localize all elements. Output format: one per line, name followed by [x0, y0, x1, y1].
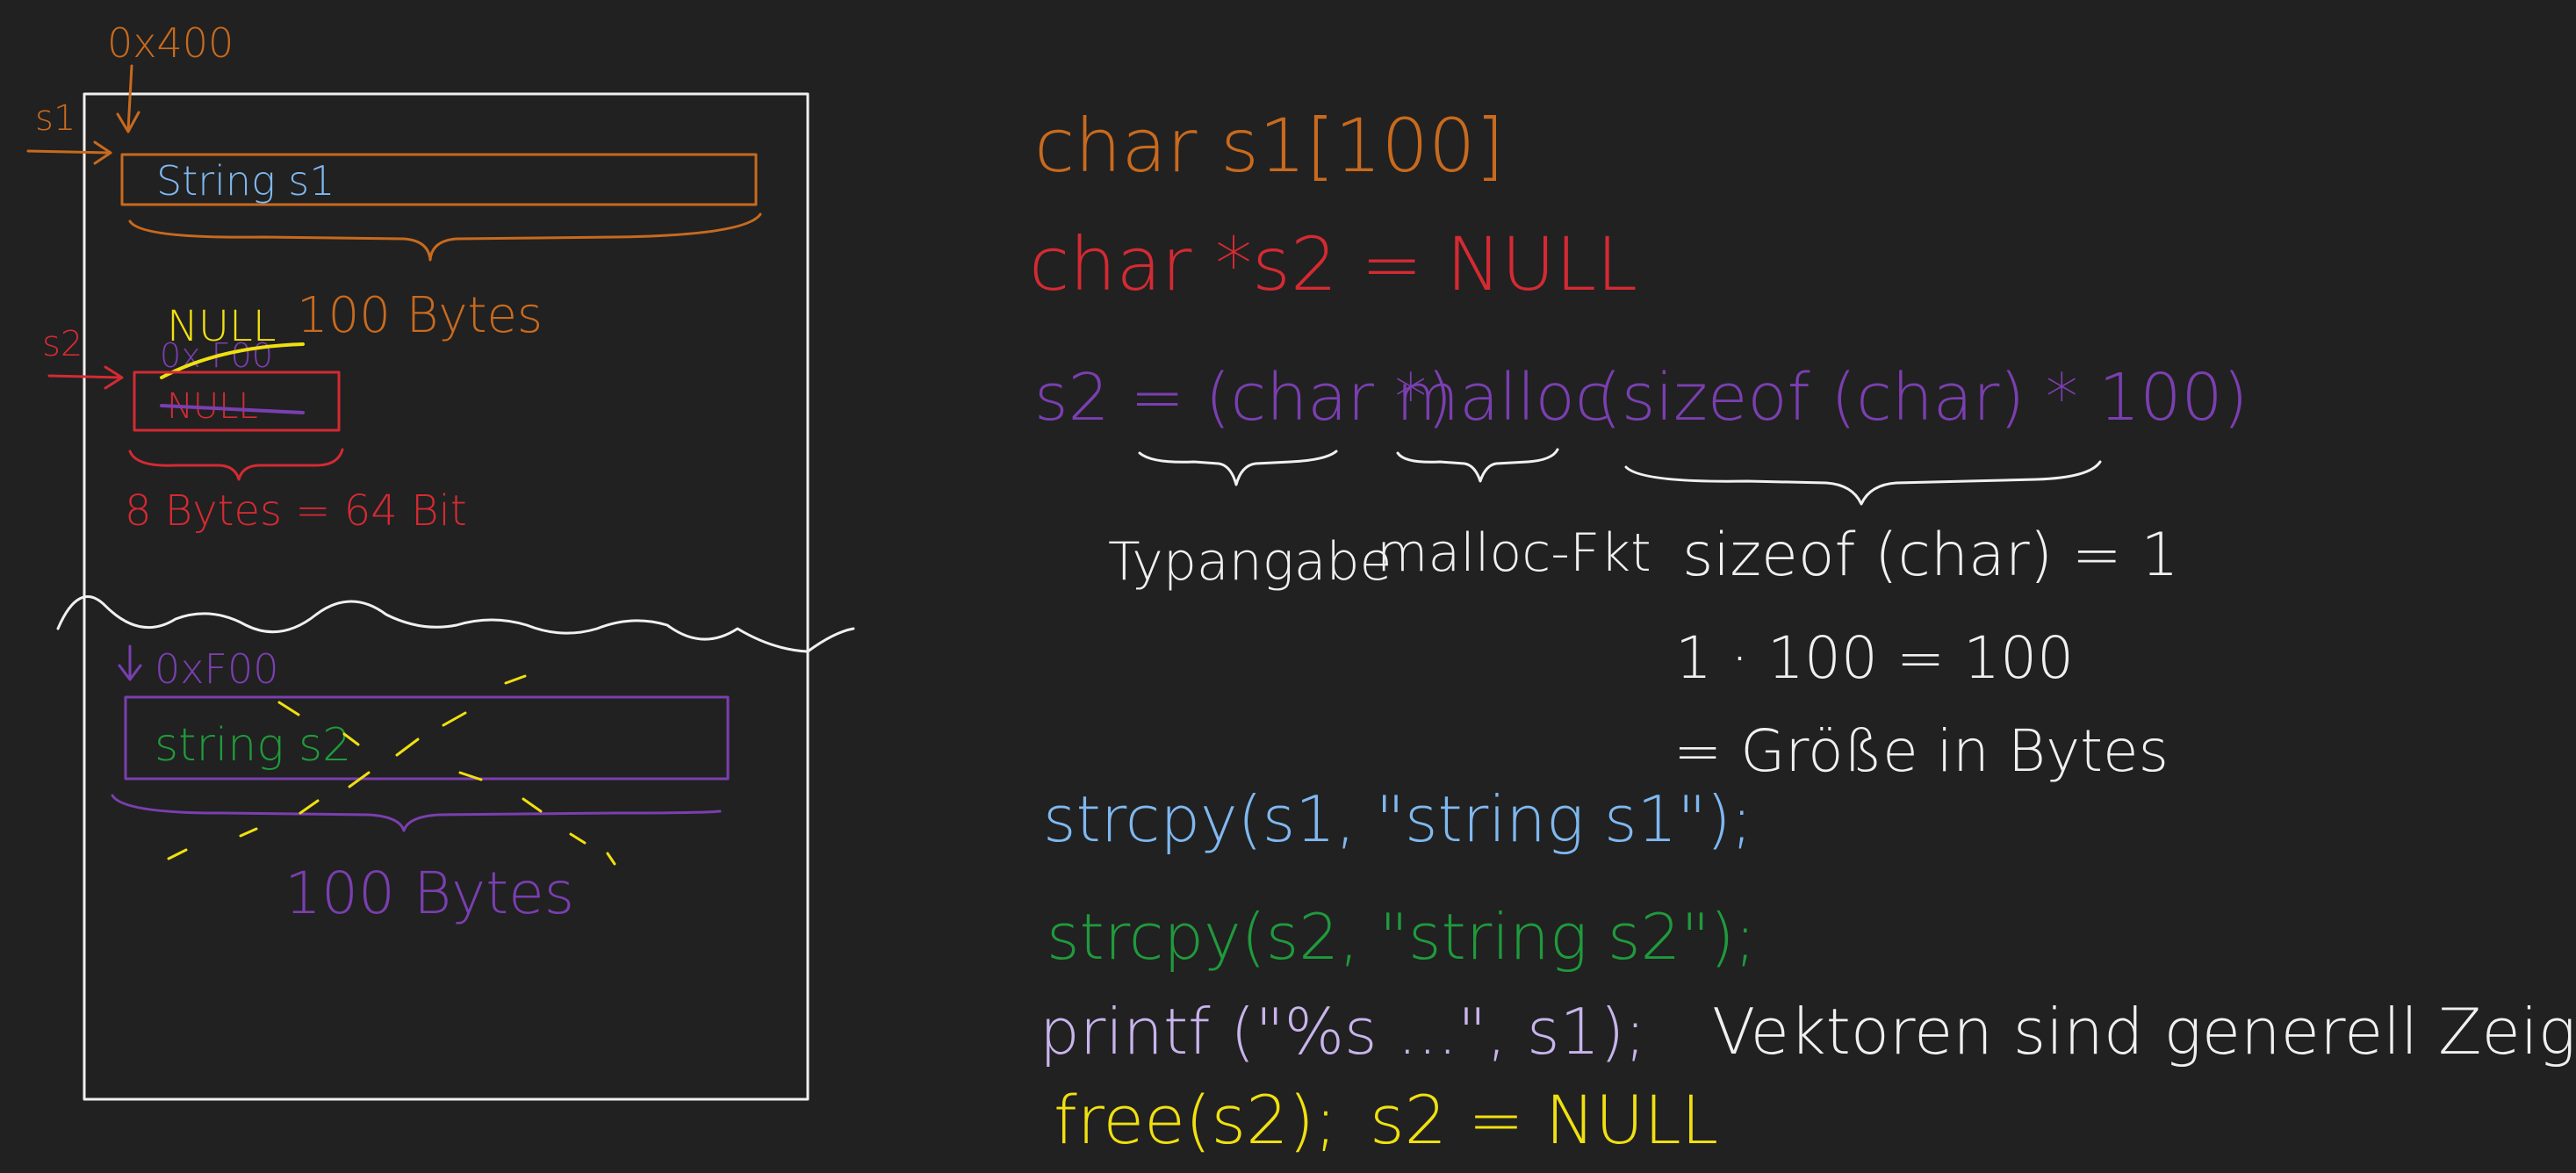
s2-pointer-arrow — [47, 365, 124, 390]
s2-size-label: 8 Bytes = 64 Bit — [125, 486, 467, 536]
s1-memory-box — [120, 153, 758, 206]
s2-heap-size-label: 100 Bytes — [284, 860, 574, 927]
code-line-printf: printf ("%s ...", s1); — [1040, 995, 1646, 1069]
code-notes: char s1[100] char *s2 = NULL s2 = (char … — [1029, 103, 2576, 1159]
code-line-strcpy-s2: strcpy(s2, "string s2"); — [1047, 900, 1756, 974]
s1-size-brace — [128, 212, 762, 262]
brace-malloc — [1396, 448, 1559, 483]
s2-pointer-label: s2 — [42, 324, 83, 364]
s2-heap-size-brace — [111, 794, 722, 832]
brace-sizeof — [1624, 460, 2102, 506]
memory-frame — [83, 92, 809, 1101]
s1-box-label: String s1 — [156, 157, 335, 205]
label-multiply: 1 · 100 = 100 — [1675, 624, 2074, 692]
code-line-sizeof: (sizeof (char) * 100) — [1596, 360, 2248, 435]
code-line-char-s1: char s1[100] — [1034, 103, 1504, 189]
label-sizeof-char: sizeof (char) = 1 — [1682, 521, 2179, 590]
s1-pointer-arrow — [26, 140, 112, 165]
heap-divider-wave — [56, 595, 855, 653]
code-line-strcpy-s1: strcpy(s1, "string s1"); — [1043, 782, 1752, 856]
s1-size-label: 100 Bytes — [297, 287, 543, 344]
address-top-label: 0x400 — [107, 19, 234, 67]
s2-heap-box-label: string s2 — [155, 719, 351, 772]
s2-new-value: NULL — [167, 302, 277, 351]
heap-address-label: 0xF00 — [155, 645, 278, 693]
code-line-malloc: malloc — [1396, 360, 1611, 435]
memory-diagram: 0x400 s1 String s1 100 Bytes s2 0x F00 N… — [26, 19, 855, 1101]
s2-address-strike — [160, 342, 305, 379]
s2-heap-box — [124, 695, 730, 781]
code-line-cast: s2 = (char *) — [1034, 360, 1452, 435]
s2-size-brace — [128, 448, 344, 481]
code-line-reset: s2 = NULL — [1370, 1081, 1718, 1159]
label-malloc-fkt: malloc-Fkt — [1377, 522, 1651, 584]
code-line-char-s2: char *s2 = NULL — [1029, 221, 1637, 307]
note-vektoren: Vektoren sind generell Zeiger — [1712, 995, 2576, 1069]
brace-cast — [1138, 450, 1338, 486]
s2-value-strike — [160, 404, 305, 414]
s2-pointer-box — [133, 371, 341, 432]
freed-memory-cross — [167, 674, 616, 866]
address-top-arrow — [116, 64, 140, 133]
heap-address-arrow — [118, 644, 142, 681]
label-typangabe: Typangabe — [1108, 531, 1392, 593]
s1-pointer-label: s1 — [35, 98, 76, 139]
code-line-free: free(s2); — [1054, 1081, 1337, 1159]
label-size-note: = Größe in Bytes — [1673, 717, 2169, 785]
